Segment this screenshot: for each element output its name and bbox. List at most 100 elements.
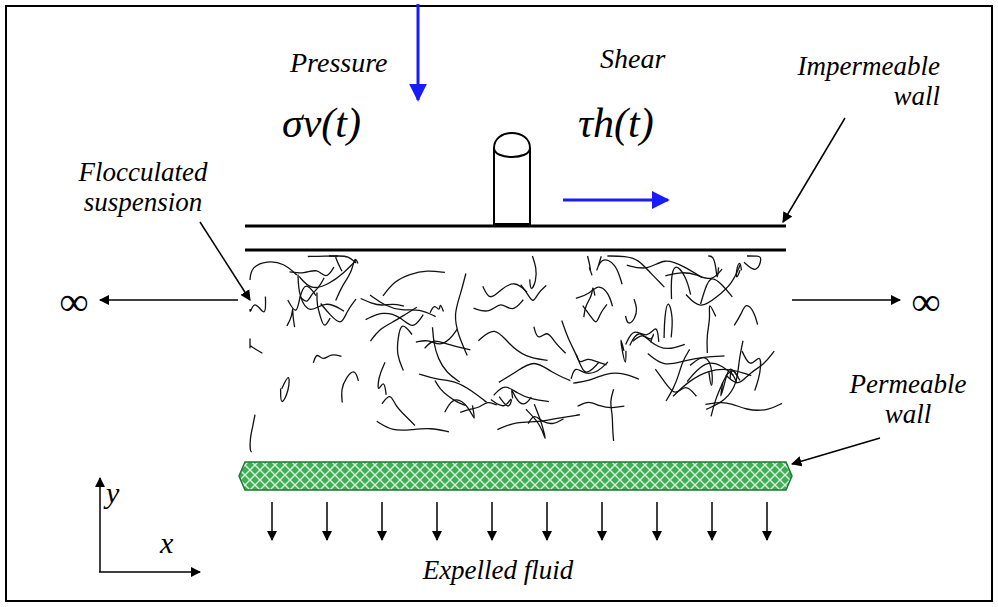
fiber bbox=[526, 404, 545, 438]
fiber bbox=[299, 260, 356, 288]
label: Impermeable wall bbox=[770, 52, 940, 111]
fiber bbox=[627, 261, 703, 278]
fiber bbox=[474, 300, 524, 311]
fiber bbox=[250, 415, 255, 452]
fiber bbox=[483, 284, 527, 297]
fiber bbox=[491, 397, 511, 406]
fiber bbox=[705, 403, 782, 411]
fiber bbox=[701, 279, 733, 304]
fiber bbox=[377, 421, 449, 431]
fiber bbox=[397, 326, 412, 370]
flow-arrow bbox=[711, 502, 713, 540]
fiber bbox=[419, 374, 487, 402]
fiber bbox=[250, 262, 297, 280]
flow-arrow bbox=[766, 502, 768, 540]
fiber bbox=[342, 372, 359, 403]
fiber bbox=[687, 363, 733, 381]
label: Expelled fluid bbox=[398, 556, 598, 586]
fiber bbox=[432, 327, 459, 382]
fiber bbox=[321, 299, 356, 322]
pressure-arrow bbox=[417, 4, 420, 100]
fiber bbox=[416, 329, 458, 344]
fiber bbox=[308, 256, 356, 263]
fiber bbox=[671, 267, 690, 299]
fiber bbox=[576, 354, 606, 364]
fiber bbox=[707, 306, 716, 353]
fiber bbox=[626, 299, 637, 323]
fiber bbox=[578, 402, 625, 407]
leader-arrow bbox=[200, 222, 250, 300]
fiber bbox=[378, 362, 386, 395]
fiber bbox=[744, 256, 761, 269]
fiber bbox=[366, 313, 424, 325]
fiber bbox=[630, 334, 685, 349]
fiber bbox=[281, 378, 290, 402]
x-axis bbox=[99, 571, 200, 573]
label: ∞ bbox=[904, 280, 948, 324]
fiber bbox=[588, 256, 592, 275]
fiber bbox=[726, 351, 774, 383]
label: y bbox=[106, 476, 136, 509]
leader-arrow bbox=[783, 118, 845, 222]
fiber bbox=[336, 260, 358, 301]
frame bbox=[6, 6, 992, 601]
label: Pressure bbox=[290, 48, 430, 79]
fiber bbox=[621, 340, 626, 362]
impermeable-wall bbox=[245, 225, 786, 228]
fiber bbox=[361, 298, 404, 306]
fiber bbox=[512, 390, 532, 404]
label: Shear bbox=[600, 44, 710, 75]
fiber bbox=[626, 329, 659, 345]
flow-arrow bbox=[656, 502, 658, 540]
permeable-wall bbox=[239, 462, 792, 490]
fiber bbox=[648, 354, 725, 364]
fiber bbox=[576, 287, 613, 306]
fiber bbox=[430, 305, 443, 312]
fiber bbox=[611, 389, 614, 441]
label: Permeable wall bbox=[838, 370, 978, 429]
flow-arrow bbox=[326, 502, 328, 540]
fiber bbox=[583, 304, 607, 321]
fiber bbox=[721, 369, 740, 396]
fiber bbox=[287, 309, 295, 327]
fiber bbox=[711, 372, 737, 416]
fiber bbox=[317, 292, 330, 325]
fiber bbox=[686, 265, 740, 306]
fiber bbox=[690, 358, 712, 386]
label: x bbox=[160, 526, 190, 559]
fiber bbox=[607, 256, 664, 287]
extent-arrow bbox=[100, 299, 238, 301]
fiber bbox=[562, 320, 599, 372]
fiber bbox=[460, 403, 497, 413]
fiber bbox=[250, 296, 266, 311]
fluid-arrows bbox=[272, 502, 767, 540]
fiber bbox=[665, 269, 722, 278]
label: σv(t) bbox=[282, 100, 412, 146]
fiber bbox=[329, 256, 342, 271]
fiber bbox=[313, 355, 341, 363]
fiber bbox=[734, 306, 757, 326]
fiber bbox=[383, 271, 445, 296]
label: ∞ bbox=[52, 280, 96, 324]
flow-arrow bbox=[491, 502, 493, 540]
impermeable-wall bbox=[245, 249, 786, 252]
extent-arrow bbox=[792, 299, 900, 301]
flow-arrow bbox=[436, 502, 438, 540]
flow-arrow bbox=[601, 502, 603, 540]
fiber bbox=[666, 349, 690, 401]
leader-arrow bbox=[792, 438, 880, 464]
y-axis bbox=[99, 478, 101, 572]
fiber bbox=[455, 274, 467, 356]
flow-arrow bbox=[546, 502, 548, 540]
fiber bbox=[530, 256, 536, 288]
fiber bbox=[573, 373, 639, 383]
label: Flocculated suspension bbox=[58, 158, 228, 217]
fiber bbox=[494, 387, 549, 401]
fiber bbox=[298, 274, 344, 311]
fiber bbox=[597, 256, 622, 284]
fiber bbox=[534, 327, 566, 353]
fiber bbox=[250, 338, 262, 353]
fiber bbox=[664, 304, 672, 338]
label: τh(t) bbox=[578, 100, 718, 146]
